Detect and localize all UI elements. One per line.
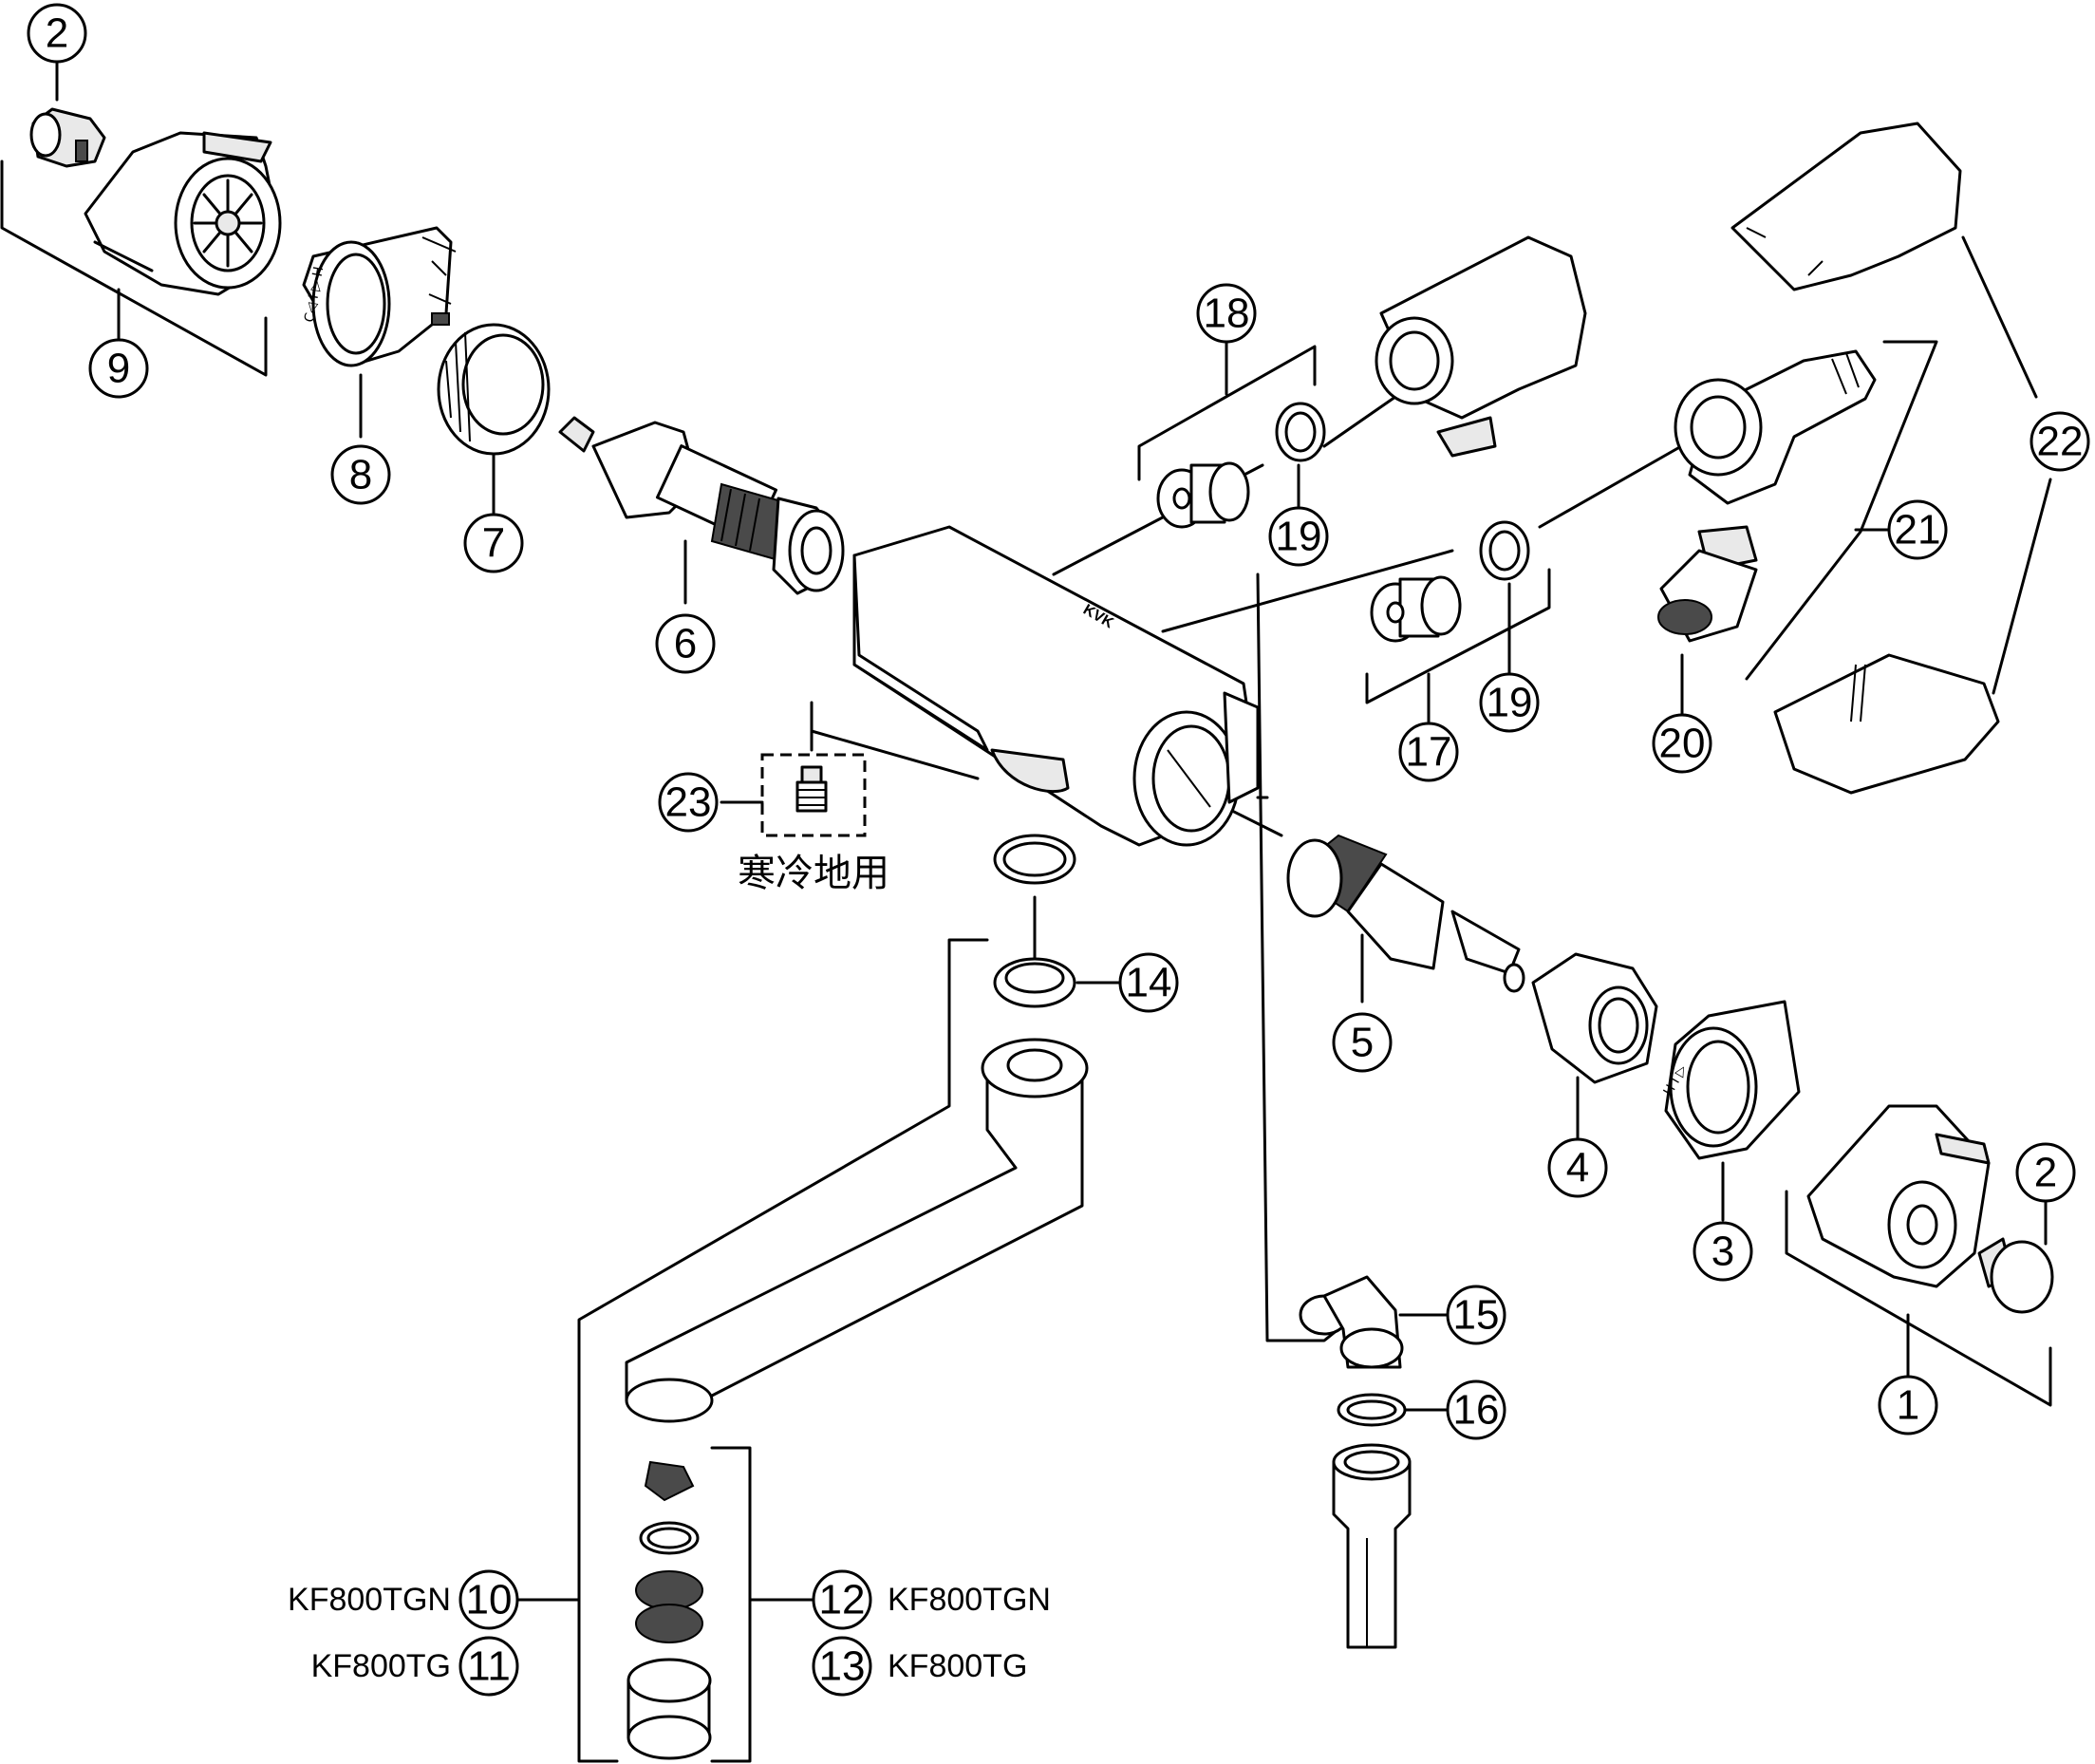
part-supply-hose [1332, 1443, 1412, 1649]
svg-text:6: 6 [674, 621, 697, 667]
callout-23: 23 [658, 772, 719, 833]
part-23-drain-valve [795, 765, 828, 813]
callout-7: 7 [463, 513, 524, 573]
part-8-dial-ring: C◁ I ▷ H [302, 226, 457, 367]
svg-text:19: 19 [1487, 680, 1533, 726]
part-5-cartridge-right [1286, 834, 1525, 993]
svg-text:7: 7 [482, 520, 505, 567]
svg-text:16: 16 [1453, 1387, 1500, 1434]
callout-3: 3 [1693, 1221, 1753, 1282]
cold-region-note: 寒冷地用 [738, 852, 889, 895]
part-shower-elbow-cover [1375, 235, 1587, 458]
part-4-union-nut [1531, 952, 1658, 1084]
part-aerator-stack [627, 1460, 712, 1760]
svg-text:15: 15 [1453, 1292, 1500, 1339]
svg-text:21: 21 [1895, 507, 1941, 554]
callout-16: 16 [1446, 1379, 1506, 1440]
svg-text:5: 5 [1351, 1020, 1374, 1066]
callout-10: 10 [458, 1569, 519, 1630]
part-18-check-fitting [1156, 461, 1250, 529]
part-16-washer [1337, 1393, 1407, 1427]
svg-text:10: 10 [466, 1577, 513, 1623]
part-20-switch-cartridge [1657, 525, 1758, 643]
callout-8: 8 [330, 444, 391, 505]
svg-text:2: 2 [2034, 1150, 2057, 1196]
part-17-check-fitting [1370, 575, 1462, 643]
svg-text:20: 20 [1659, 721, 1706, 767]
callout-20: 20 [1652, 713, 1712, 774]
svg-text:19: 19 [1276, 514, 1322, 560]
part-19-washer-upper [1275, 402, 1326, 462]
callout-22: 22 [2030, 411, 2090, 472]
callout-14: 14 [1118, 952, 1179, 1013]
callout-21: 21 [1887, 499, 1948, 560]
callout-15: 15 [1446, 1285, 1506, 1345]
svg-text:11: 11 [467, 1643, 511, 1690]
callout-12: 12 [812, 1569, 872, 1630]
svg-text:13: 13 [819, 1643, 866, 1690]
part-9-handle-left [84, 131, 282, 296]
model-label-13: KF800TG [888, 1648, 1027, 1684]
model-label-10: KF800TGN [288, 1582, 451, 1618]
model-label-12: KF800TGN [888, 1582, 1051, 1618]
svg-text:3: 3 [1712, 1229, 1734, 1275]
svg-text:4: 4 [1566, 1145, 1589, 1192]
part-2-cap-right [1977, 1237, 2054, 1314]
part-1-handle-right [1806, 1104, 1991, 1288]
part-6-cartridge-left [558, 416, 845, 595]
callout-18: 18 [1196, 283, 1257, 344]
callout-19-lower: 19 [1479, 672, 1540, 733]
part-2-cap-left [29, 107, 106, 168]
part-14-washer-set [993, 834, 1076, 1008]
svg-text:9: 9 [107, 346, 130, 392]
part-15-elbow [1299, 1275, 1404, 1369]
callout-17: 17 [1398, 722, 1459, 782]
callout-11: 11 [458, 1636, 519, 1697]
callout-2-left: 2 [27, 3, 87, 64]
callout-19-upper: 19 [1268, 506, 1329, 567]
callout-1: 1 [1878, 1375, 1938, 1436]
part-22-cover-top [1730, 122, 1962, 291]
callout-4: 4 [1547, 1137, 1608, 1198]
svg-text:2: 2 [46, 10, 68, 57]
callout-9: 9 [88, 338, 149, 399]
svg-text:12: 12 [819, 1577, 866, 1623]
model-label-11: KF800TG [311, 1648, 451, 1684]
part-21-switch-valve [1674, 349, 1877, 505]
callout-5: 5 [1332, 1012, 1393, 1073]
callout-2-right: 2 [2015, 1142, 2076, 1203]
svg-text:17: 17 [1406, 729, 1452, 776]
svg-text:8: 8 [349, 452, 372, 498]
svg-text:14: 14 [1126, 960, 1172, 1006]
callout-6: 6 [655, 613, 716, 674]
svg-text:22: 22 [2037, 419, 2084, 465]
callout-13: 13 [812, 1636, 872, 1697]
part-19-washer-lower [1479, 520, 1530, 581]
part-7-ring-nut [437, 323, 551, 456]
svg-text:18: 18 [1204, 291, 1250, 337]
svg-text:23: 23 [665, 779, 712, 826]
svg-text:1: 1 [1897, 1382, 1919, 1429]
leader-lines [0, 55, 2052, 1763]
part-main-body: KVK [852, 525, 1260, 847]
part-3-dial-ring: H I ▷ [1661, 1000, 1801, 1160]
part-22-cover-bottom [1773, 653, 2000, 795]
part-spout [625, 1038, 1089, 1423]
